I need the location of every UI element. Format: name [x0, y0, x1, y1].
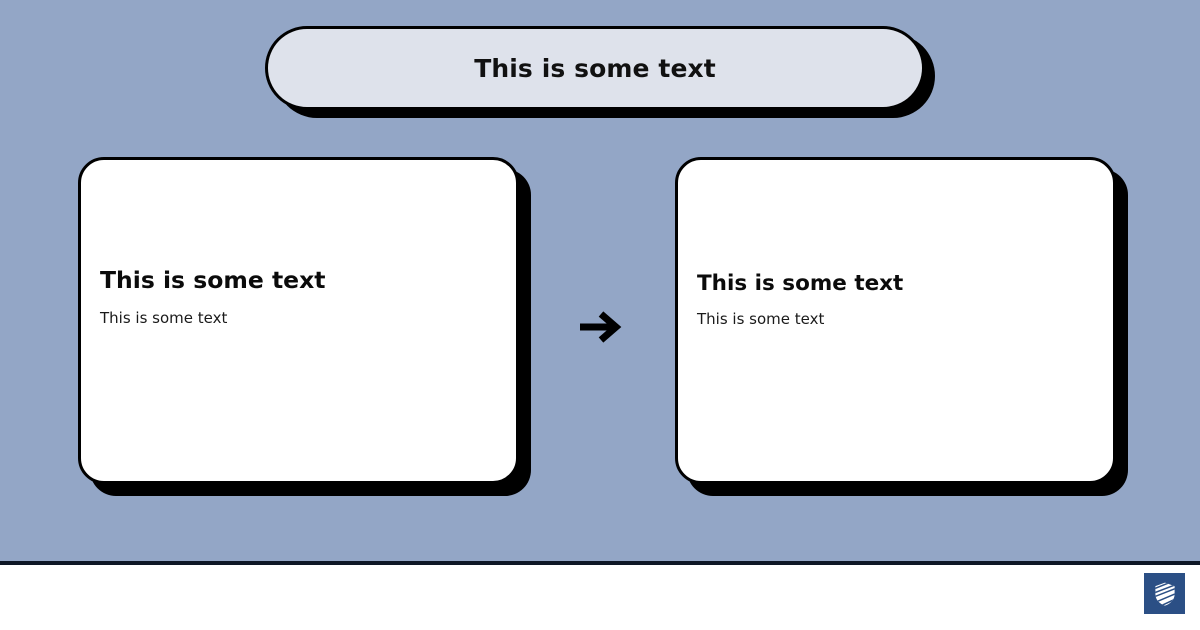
card-right-body: This is some text This is some text: [697, 271, 1094, 328]
arrow-right-icon: [575, 302, 625, 352]
card-left-body: This is some text This is some text: [100, 266, 497, 328]
title-pill: This is some text: [265, 26, 925, 110]
footer-bar: [0, 565, 1200, 630]
shield-logo-icon: [1144, 573, 1185, 614]
card-right: This is some text This is some text: [675, 157, 1116, 484]
card-right-subtext: This is some text: [697, 309, 825, 328]
card-left-subtext: This is some text: [100, 309, 228, 328]
footer-divider: [0, 561, 1200, 565]
card-right-heading: This is some text: [697, 271, 904, 296]
card-left: This is some text This is some text: [78, 157, 519, 484]
card-left-heading: This is some text: [100, 266, 326, 294]
title-pill-label: This is some text: [474, 53, 716, 83]
